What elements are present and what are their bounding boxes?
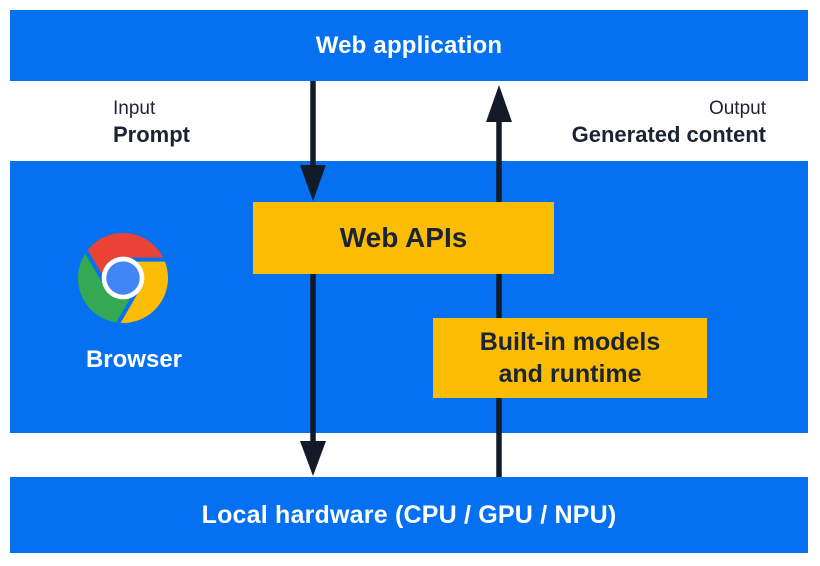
local-hardware-label: Local hardware (CPU / GPU / NPU) xyxy=(201,500,617,529)
local-hardware-bar: Local hardware (CPU / GPU / NPU) xyxy=(10,477,808,553)
builtin-models-box: Built-in models and runtime xyxy=(433,318,707,398)
web-apis-label: Web APIs xyxy=(339,222,468,253)
web-application-bar: Web application xyxy=(10,10,808,81)
web-apis-box: Web APIs xyxy=(253,202,554,274)
output-generated-content-label: Generated content xyxy=(571,122,766,147)
input-annotation: Input Prompt xyxy=(113,96,190,149)
chrome-icon-blue-center xyxy=(106,261,140,295)
output-annotation: Output Generated content xyxy=(572,96,766,149)
output-arrowhead-to-web-application xyxy=(486,85,512,122)
builtin-models-label-line2: and runtime xyxy=(498,360,642,388)
builtin-models-label-line1: Built-in models xyxy=(479,328,661,356)
browser-label: Browser xyxy=(85,346,183,373)
input-arrowhead-to-hardware xyxy=(300,441,326,476)
web-application-label: Web application xyxy=(315,31,503,59)
input-prompt-label: Prompt xyxy=(113,122,190,147)
chrome-icon xyxy=(78,233,168,323)
chrome-icon-yellow-segment xyxy=(120,261,168,323)
input-caption: Input xyxy=(113,98,156,119)
output-caption: Output xyxy=(708,98,766,119)
